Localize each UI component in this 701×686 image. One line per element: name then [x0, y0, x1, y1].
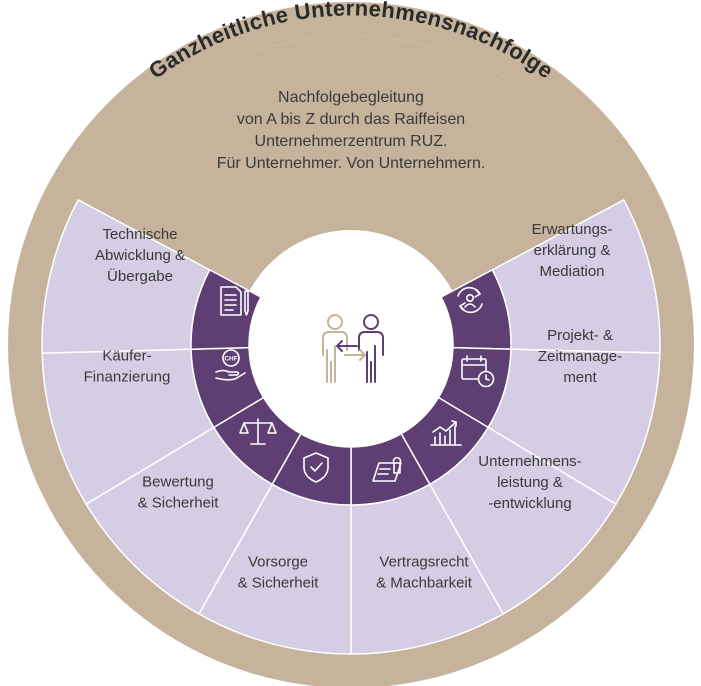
top-intro-sector [78, 35, 624, 292]
segment-label-technik-line-1: Technische [102, 226, 177, 243]
shield-check-icon [303, 452, 329, 483]
intro-line-4: Für Unternehmer. Von Unternehmern. [217, 155, 486, 172]
segment-label-vorsorge-line-2: & Sicherheit [238, 575, 320, 592]
inner-ring-icons: CHF [215, 286, 495, 483]
mediation-cycle-icon [457, 286, 483, 314]
segment-label-vertrag-line-2: & Machbarkeit [376, 575, 473, 592]
sectors-group [41, 35, 661, 655]
contract-stamp-icon [372, 456, 402, 482]
segment-label-bewertung-line-1: Bewertung [142, 474, 214, 491]
segment-label-technik-line-3: Übergabe [107, 267, 173, 285]
growth-chart-icon [430, 420, 462, 446]
chf-coin-label: CHF [224, 356, 237, 363]
chf-hand-icon: CHF [215, 349, 246, 381]
segment-label-erwartung-line-2: erklärung & [534, 242, 611, 259]
segment-label-kaeufer-line-2: Finanzierung [84, 369, 171, 386]
handover-people-icon [322, 314, 384, 383]
segment-label-vorsorge-line-1: Vorsorge [248, 554, 308, 571]
intro-line-2: von A bis Z durch das Raiffeisen [237, 111, 465, 128]
segment-label-leistung-line-3: -entwicklung [488, 495, 571, 512]
intro-line-3: Unternehmerzentrum RUZ. [255, 133, 448, 150]
segment-label-kaeufer-line-1: Käufer- [102, 348, 151, 365]
scales-icon [239, 418, 277, 445]
calendar-clock-icon [461, 355, 495, 388]
segment-label-erwartung-line-1: Erwartungs- [532, 221, 613, 238]
intro-line-1: Nachfolgebegleitung [278, 89, 424, 106]
segment-label-projekt-line-1: Projekt- & [547, 327, 613, 344]
segment-label-technik-line-2: Abwicklung & [95, 247, 185, 264]
segment-label-leistung-line-1: Unternehmens- [478, 453, 581, 470]
segment-label-bewertung-line-2: & Sicherheit [138, 495, 220, 512]
segment-label-projekt-line-3: ment [563, 369, 597, 386]
segment-label-vertrag-line-1: Vertragsrecht [379, 554, 469, 571]
segment-label-erwartung-line-3: Mediation [539, 263, 604, 280]
segment-labels-group: Erwartungs-erklärung & MediationProjekt- … [84, 221, 622, 592]
document-pen-icon [220, 286, 249, 316]
segment-label-projekt-line-2: Zeitmanage- [538, 348, 622, 365]
segment-label-leistung-line-2: leistung & [497, 474, 563, 491]
intro-text-group: Nachfolgebegleitung von A bis Z durch da… [217, 89, 486, 172]
